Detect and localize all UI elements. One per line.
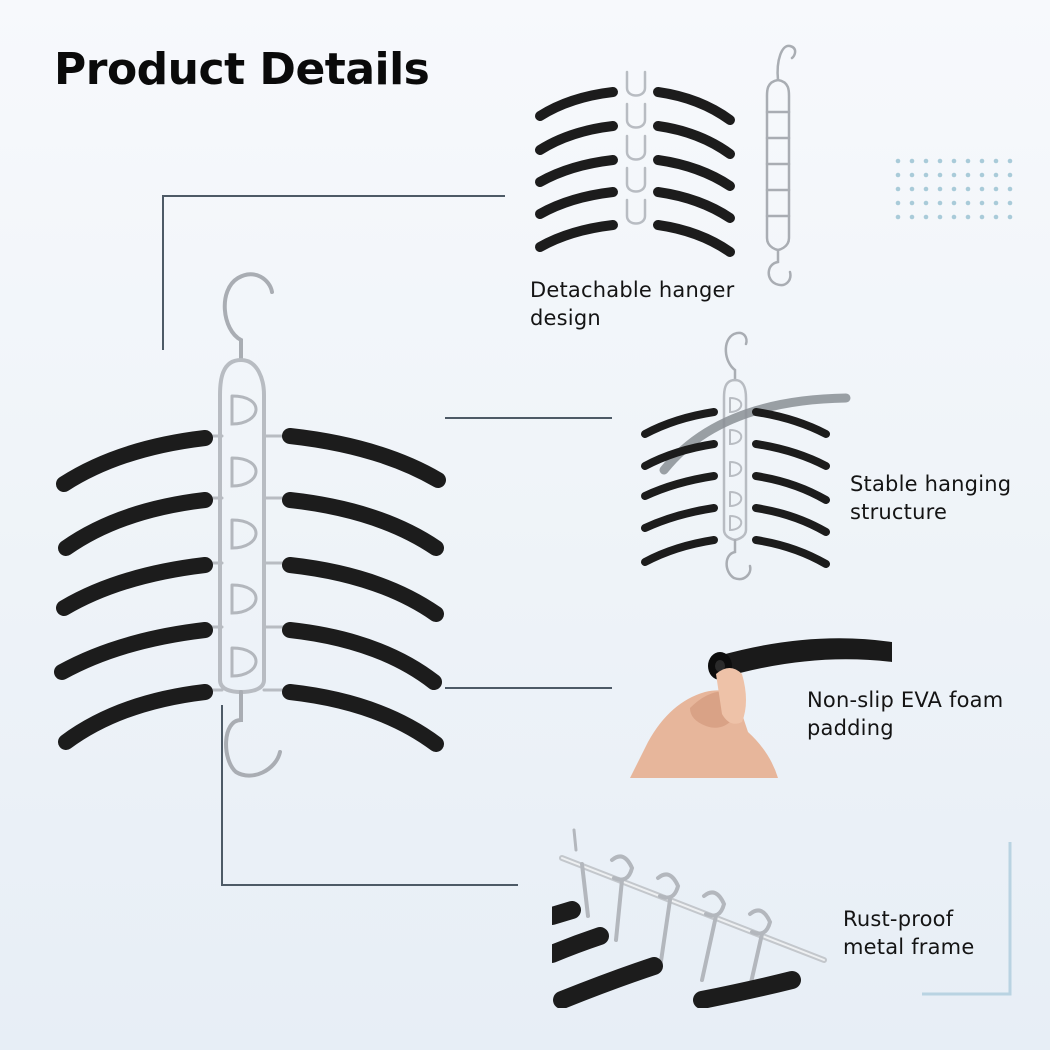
dot-pattern bbox=[895, 158, 1013, 220]
page-title: Product Details bbox=[54, 44, 430, 95]
feature-caption-detachable: Detachable hanger design bbox=[530, 276, 734, 332]
pattern-dot bbox=[923, 200, 929, 206]
pattern-dot bbox=[937, 172, 943, 178]
pattern-dot bbox=[937, 158, 943, 164]
pattern-dot bbox=[923, 186, 929, 192]
connector-lines bbox=[162, 195, 612, 886]
pattern-dot bbox=[993, 172, 999, 178]
pattern-dot bbox=[965, 200, 971, 206]
pattern-dot bbox=[937, 186, 943, 192]
feature-caption-frame: Rust-proof metal frame bbox=[843, 905, 974, 961]
pattern-dot bbox=[937, 200, 943, 206]
pattern-dot bbox=[937, 214, 943, 220]
pattern-dot bbox=[965, 186, 971, 192]
pattern-dot bbox=[895, 172, 901, 178]
feature-caption-stable: Stable hanging structure bbox=[850, 470, 1011, 526]
feature-caption-line: design bbox=[530, 306, 601, 330]
pattern-dot bbox=[951, 158, 957, 164]
pattern-dot bbox=[965, 214, 971, 220]
pattern-dot bbox=[909, 200, 915, 206]
pattern-dot bbox=[895, 200, 901, 206]
foam-padding-illustration bbox=[630, 638, 892, 778]
connector-line-frame bbox=[221, 705, 518, 886]
feature-caption-line: Non-slip EVA foam bbox=[807, 688, 1004, 712]
pattern-dot bbox=[993, 200, 999, 206]
top-hook bbox=[222, 272, 274, 360]
pattern-dot bbox=[909, 186, 915, 192]
connector-line-detachable bbox=[162, 195, 505, 350]
pattern-dot bbox=[979, 200, 985, 206]
pattern-dot bbox=[951, 214, 957, 220]
pattern-dot bbox=[979, 158, 985, 164]
pattern-dot bbox=[951, 200, 957, 206]
pattern-dot bbox=[993, 186, 999, 192]
pattern-dot bbox=[979, 172, 985, 178]
feature-caption-line: structure bbox=[850, 500, 948, 524]
pattern-dot bbox=[1007, 214, 1013, 220]
bottom-hook bbox=[224, 690, 282, 778]
pattern-dot bbox=[951, 186, 957, 192]
feature-caption-line: padding bbox=[807, 716, 894, 740]
pattern-dot bbox=[895, 158, 901, 164]
pattern-dot bbox=[1007, 186, 1013, 192]
feature-caption-padding: Non-slip EVA foam padding bbox=[807, 686, 1003, 742]
feature-caption-line: Stable hanging bbox=[850, 472, 1012, 496]
pattern-dot bbox=[895, 186, 901, 192]
metal-frame-illustration bbox=[552, 828, 827, 1008]
feature-caption-line: Detachable hanger bbox=[530, 278, 735, 302]
pattern-dot bbox=[895, 214, 901, 220]
pattern-dot bbox=[979, 186, 985, 192]
pattern-dot bbox=[979, 214, 985, 220]
pattern-dot bbox=[993, 158, 999, 164]
pattern-dot bbox=[923, 172, 929, 178]
pattern-dot bbox=[909, 158, 915, 164]
pattern-dot bbox=[965, 158, 971, 164]
pattern-dot bbox=[951, 172, 957, 178]
pattern-dot bbox=[993, 214, 999, 220]
pattern-dot bbox=[1007, 172, 1013, 178]
accent-frame bbox=[922, 842, 1012, 996]
metal-frame-photo bbox=[552, 820, 828, 1008]
pattern-dot bbox=[909, 172, 915, 178]
foam-padding-photo bbox=[630, 622, 895, 778]
pattern-dot bbox=[923, 214, 929, 220]
pattern-dot bbox=[965, 172, 971, 178]
pattern-dot bbox=[1007, 200, 1013, 206]
feature-caption-line: Rust-proof bbox=[843, 907, 954, 931]
pattern-dot bbox=[1007, 158, 1013, 164]
feature-caption-line: metal frame bbox=[843, 935, 975, 959]
pattern-dot bbox=[909, 214, 915, 220]
pattern-dot bbox=[923, 158, 929, 164]
